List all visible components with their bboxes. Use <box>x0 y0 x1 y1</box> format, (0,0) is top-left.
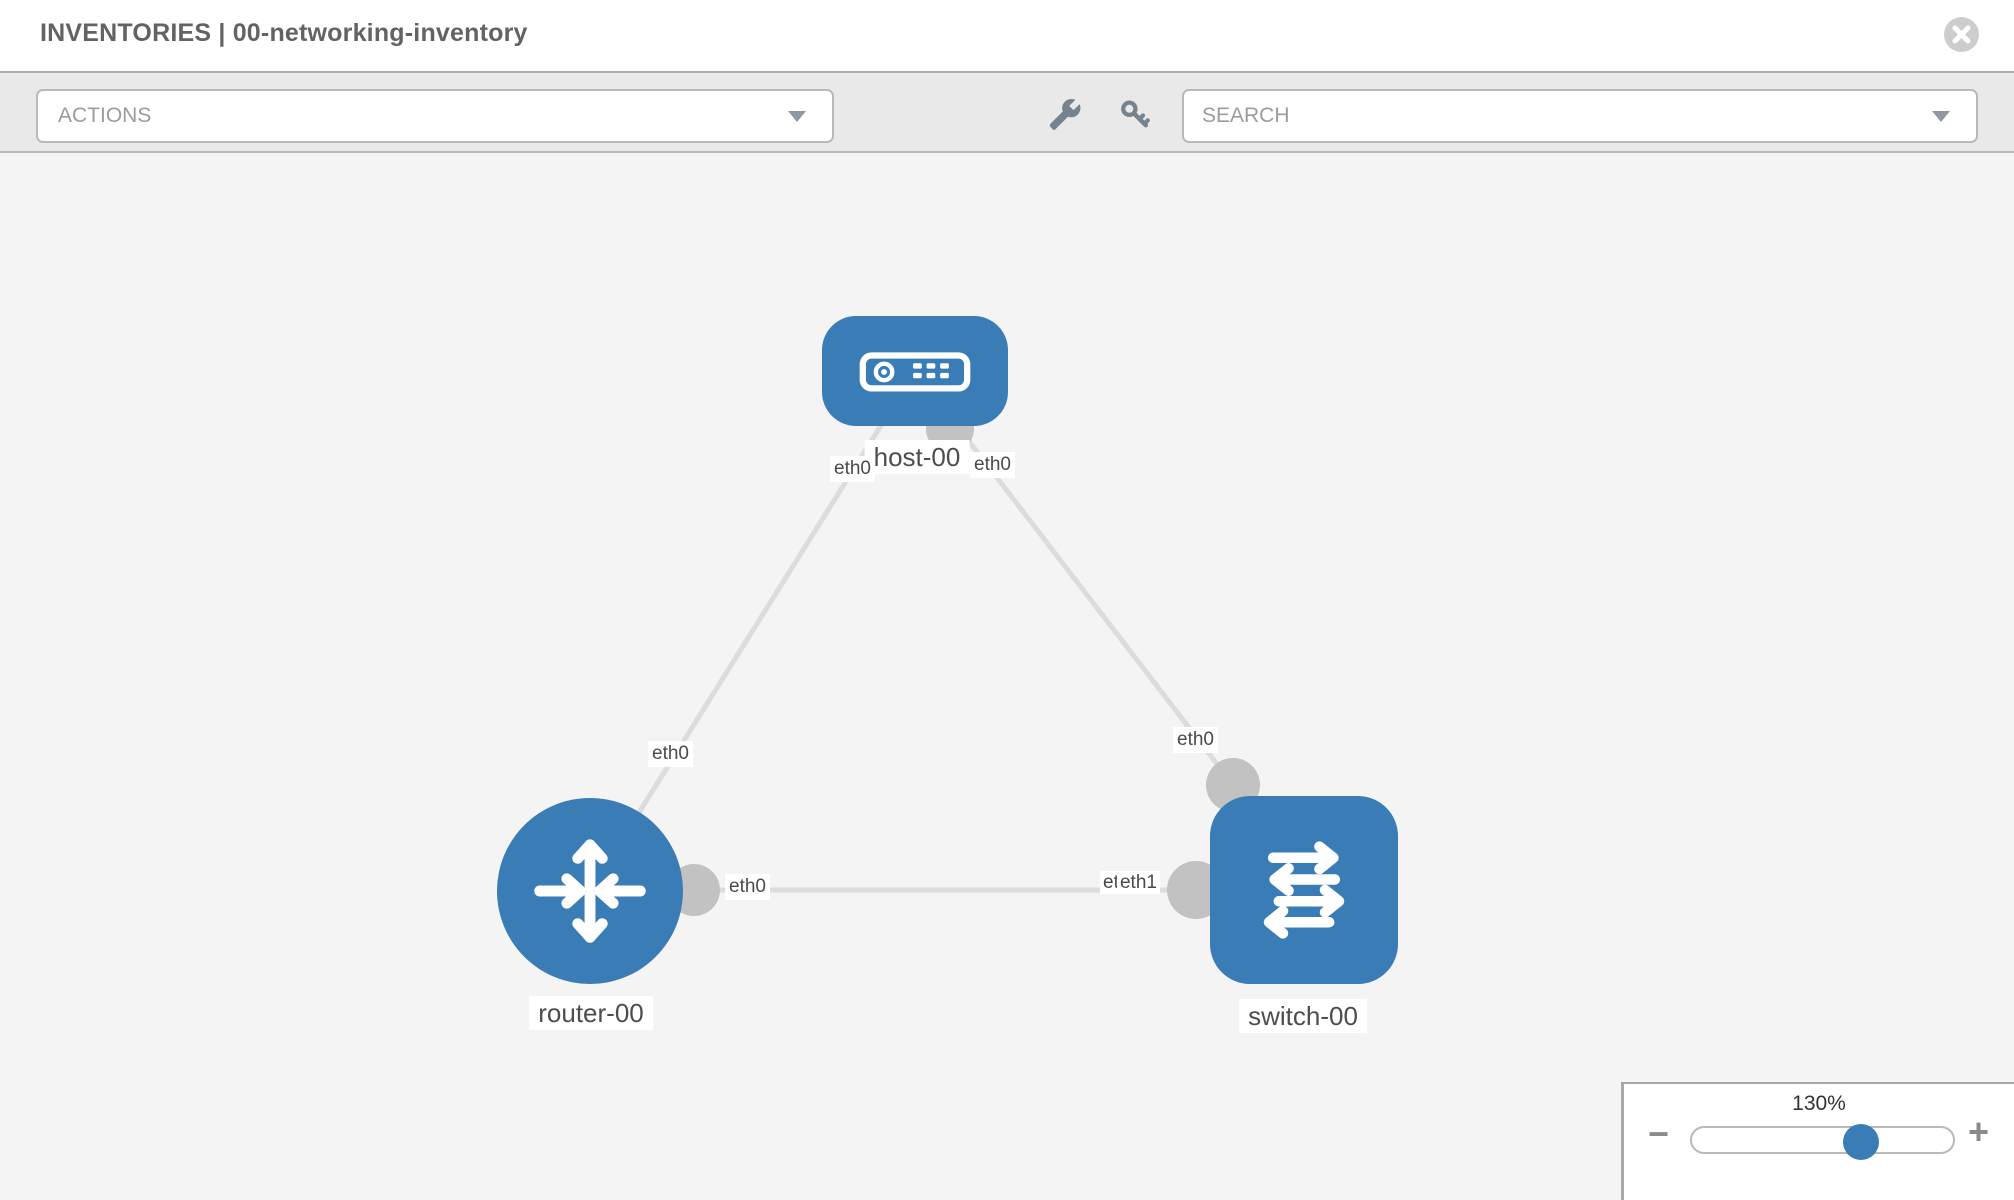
node-label-router-00: router-00 <box>529 996 653 1030</box>
interface-label-over: eth1 <box>1116 871 1160 894</box>
interface-label-router-to-switch: eth0 <box>725 874 770 900</box>
router-icon <box>522 823 658 959</box>
close-button[interactable] <box>1943 16 1980 53</box>
topology-edges <box>587 369 1304 919</box>
header: INVENTORIES | 00-networking-inventory <box>0 0 2014 71</box>
wrench-icon[interactable] <box>1048 97 1082 131</box>
zoom-in-button[interactable]: + <box>1968 1111 1990 1152</box>
interface-label-host-to-router: eth0 <box>830 456 875 482</box>
node-router-00[interactable] <box>497 798 683 984</box>
chevron-down-icon <box>788 111 806 122</box>
search-input[interactable] <box>1184 103 1904 129</box>
interface-label-host-to-switch: eth0 <box>970 452 1015 478</box>
node-host-00[interactable] <box>822 316 1008 426</box>
key-icon[interactable] <box>1118 97 1152 131</box>
zoom-panel: 130% − + <box>1621 1082 2014 1200</box>
interface-label-router-to-host: eth0 <box>648 741 693 767</box>
chevron-down-icon <box>1932 111 1950 122</box>
zoom-level-value: 130% <box>1792 1092 1846 1115</box>
close-icon <box>1943 16 1980 53</box>
topology-canvas[interactable]: host-00 router-00 switch-00 eth0 eth0 et… <box>0 153 2014 1200</box>
node-label-host-00: host-00 <box>864 440 970 474</box>
actions-dropdown[interactable]: ACTIONS <box>36 89 834 143</box>
zoom-slider[interactable] <box>1690 1126 1955 1154</box>
switch-icon <box>1234 820 1374 960</box>
page-title: INVENTORIES | 00-networking-inventory <box>40 19 528 47</box>
node-switch-00[interactable] <box>1210 796 1398 984</box>
toolbar: ACTIONS <box>0 71 2014 153</box>
search-dropdown[interactable] <box>1182 89 1978 143</box>
host-icon <box>857 340 973 402</box>
zoom-slider-handle[interactable] <box>1843 1124 1879 1160</box>
zoom-out-button[interactable]: − <box>1648 1113 1670 1154</box>
interface-label-switch-to-host: eth0 <box>1173 727 1218 753</box>
node-label-switch-00: switch-00 <box>1239 999 1367 1033</box>
actions-dropdown-label: ACTIONS <box>58 104 152 127</box>
